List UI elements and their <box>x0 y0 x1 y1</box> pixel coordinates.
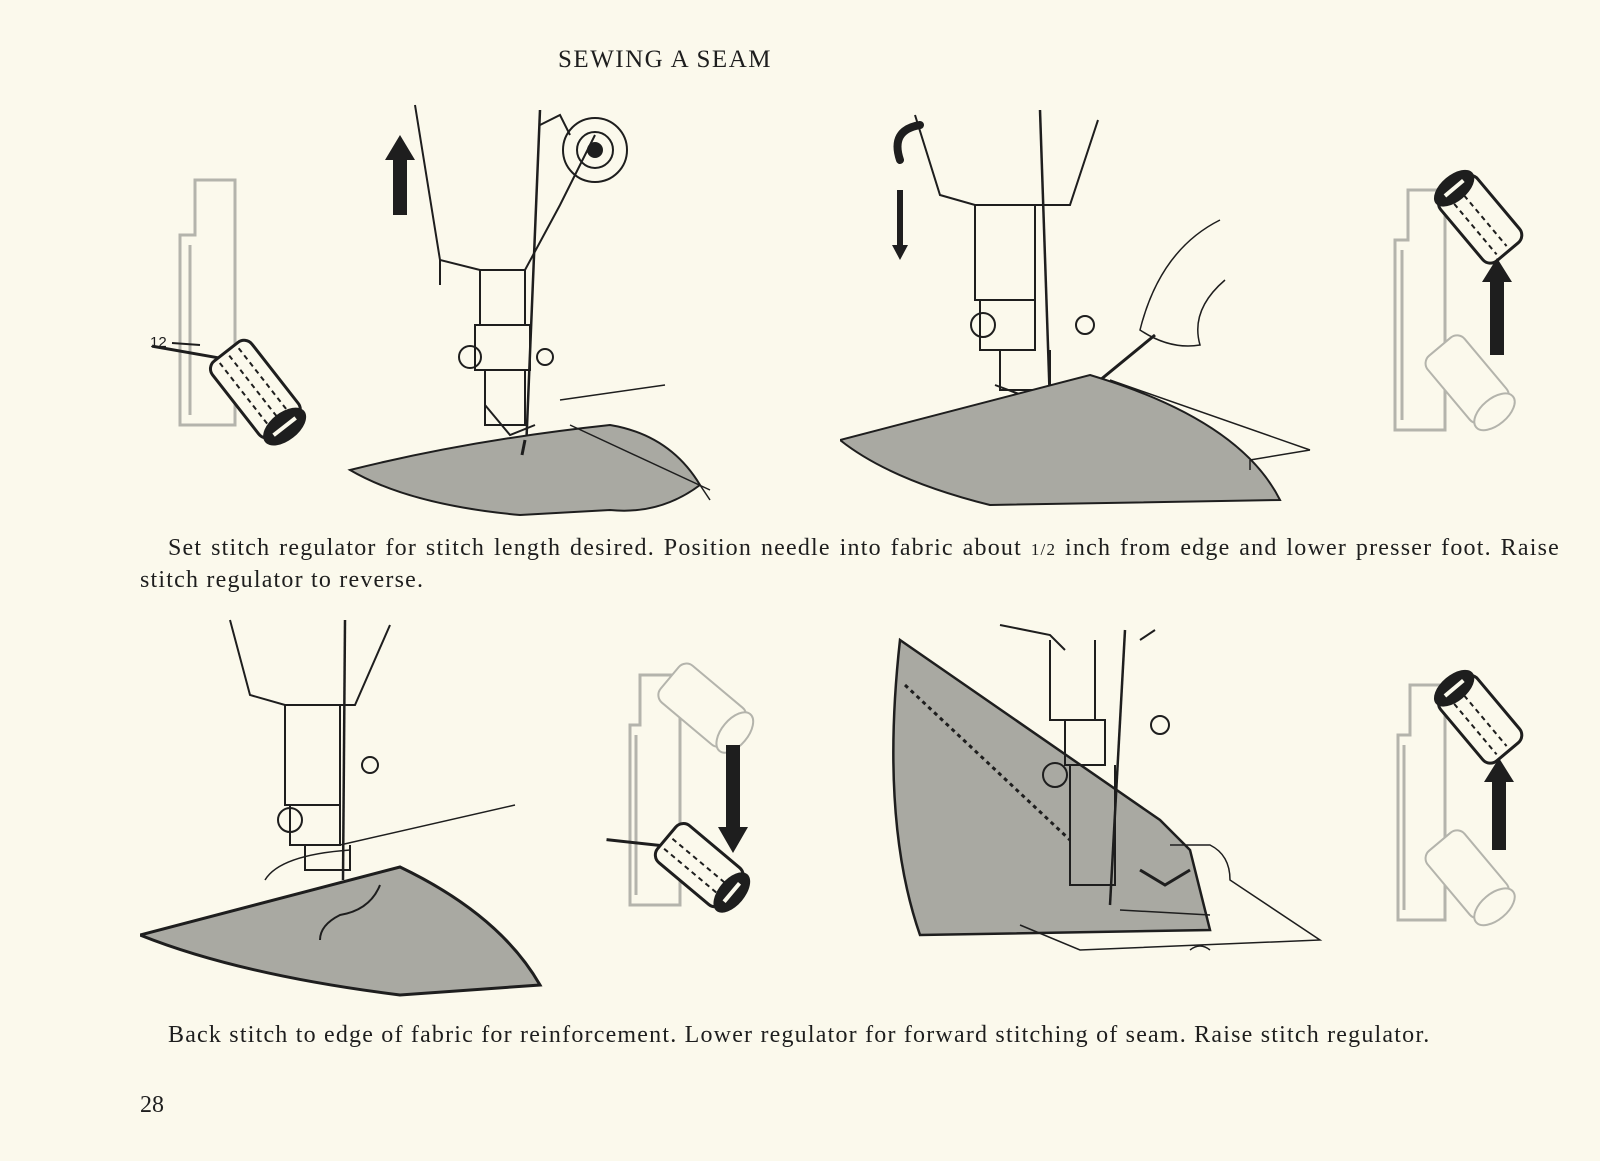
arrow-up-icon <box>385 135 415 215</box>
regulator-knob-ghost <box>1424 829 1516 927</box>
arrow-down-icon <box>892 190 908 260</box>
fabric-piece <box>140 865 543 997</box>
hand <box>1139 219 1226 347</box>
throat-plate <box>1019 844 1323 951</box>
arrow-down-icon <box>718 745 748 853</box>
machine-bed <box>264 804 516 881</box>
regulator-slot-plate <box>178 178 237 427</box>
machine-bed <box>559 384 711 501</box>
caption-step-2: Back stitch to edge of fabric for reinfo… <box>168 1022 1431 1048</box>
caption-text: inch from edge and lower presser foot. R… <box>140 535 1560 593</box>
regulator-slot-plate <box>1396 683 1447 922</box>
stitch-regulator-knob <box>1433 669 1524 765</box>
regulator-knob-ghost <box>1424 334 1516 432</box>
machine-bed <box>1109 379 1311 470</box>
stitch-regulator-knob <box>1433 169 1524 265</box>
page-title: SEWING A SEAM <box>558 46 772 73</box>
figure-lower-presser-foot <box>840 109 1524 507</box>
stitch-regulator-knob <box>606 822 751 913</box>
figure-forward-stitching <box>892 624 1524 951</box>
caption-step-1: Set stitch regulator for stitch length d… <box>140 533 1560 596</box>
regulator-slot-plate <box>1393 188 1447 432</box>
arrow-up-icon <box>1482 258 1512 355</box>
figure-back-stitch <box>140 619 755 997</box>
arrow-up-icon <box>1484 758 1514 850</box>
sewing-machine-head <box>999 624 1170 906</box>
fabric-piece <box>347 423 702 517</box>
figure-position-needle: 12 <box>150 104 711 517</box>
page-number: 28 <box>140 1092 164 1118</box>
sewing-machine-head <box>914 109 1099 406</box>
fraction-half: 1/2 <box>1030 540 1057 559</box>
caption-text: Set stitch regulator for stitch length d… <box>168 535 1031 561</box>
sewing-machine-head <box>229 619 391 881</box>
sewing-machine-head <box>414 104 628 476</box>
regulator-knob-ghost <box>657 662 755 754</box>
stitch-regulator-knob <box>151 338 307 446</box>
fabric-piece <box>840 373 1282 507</box>
